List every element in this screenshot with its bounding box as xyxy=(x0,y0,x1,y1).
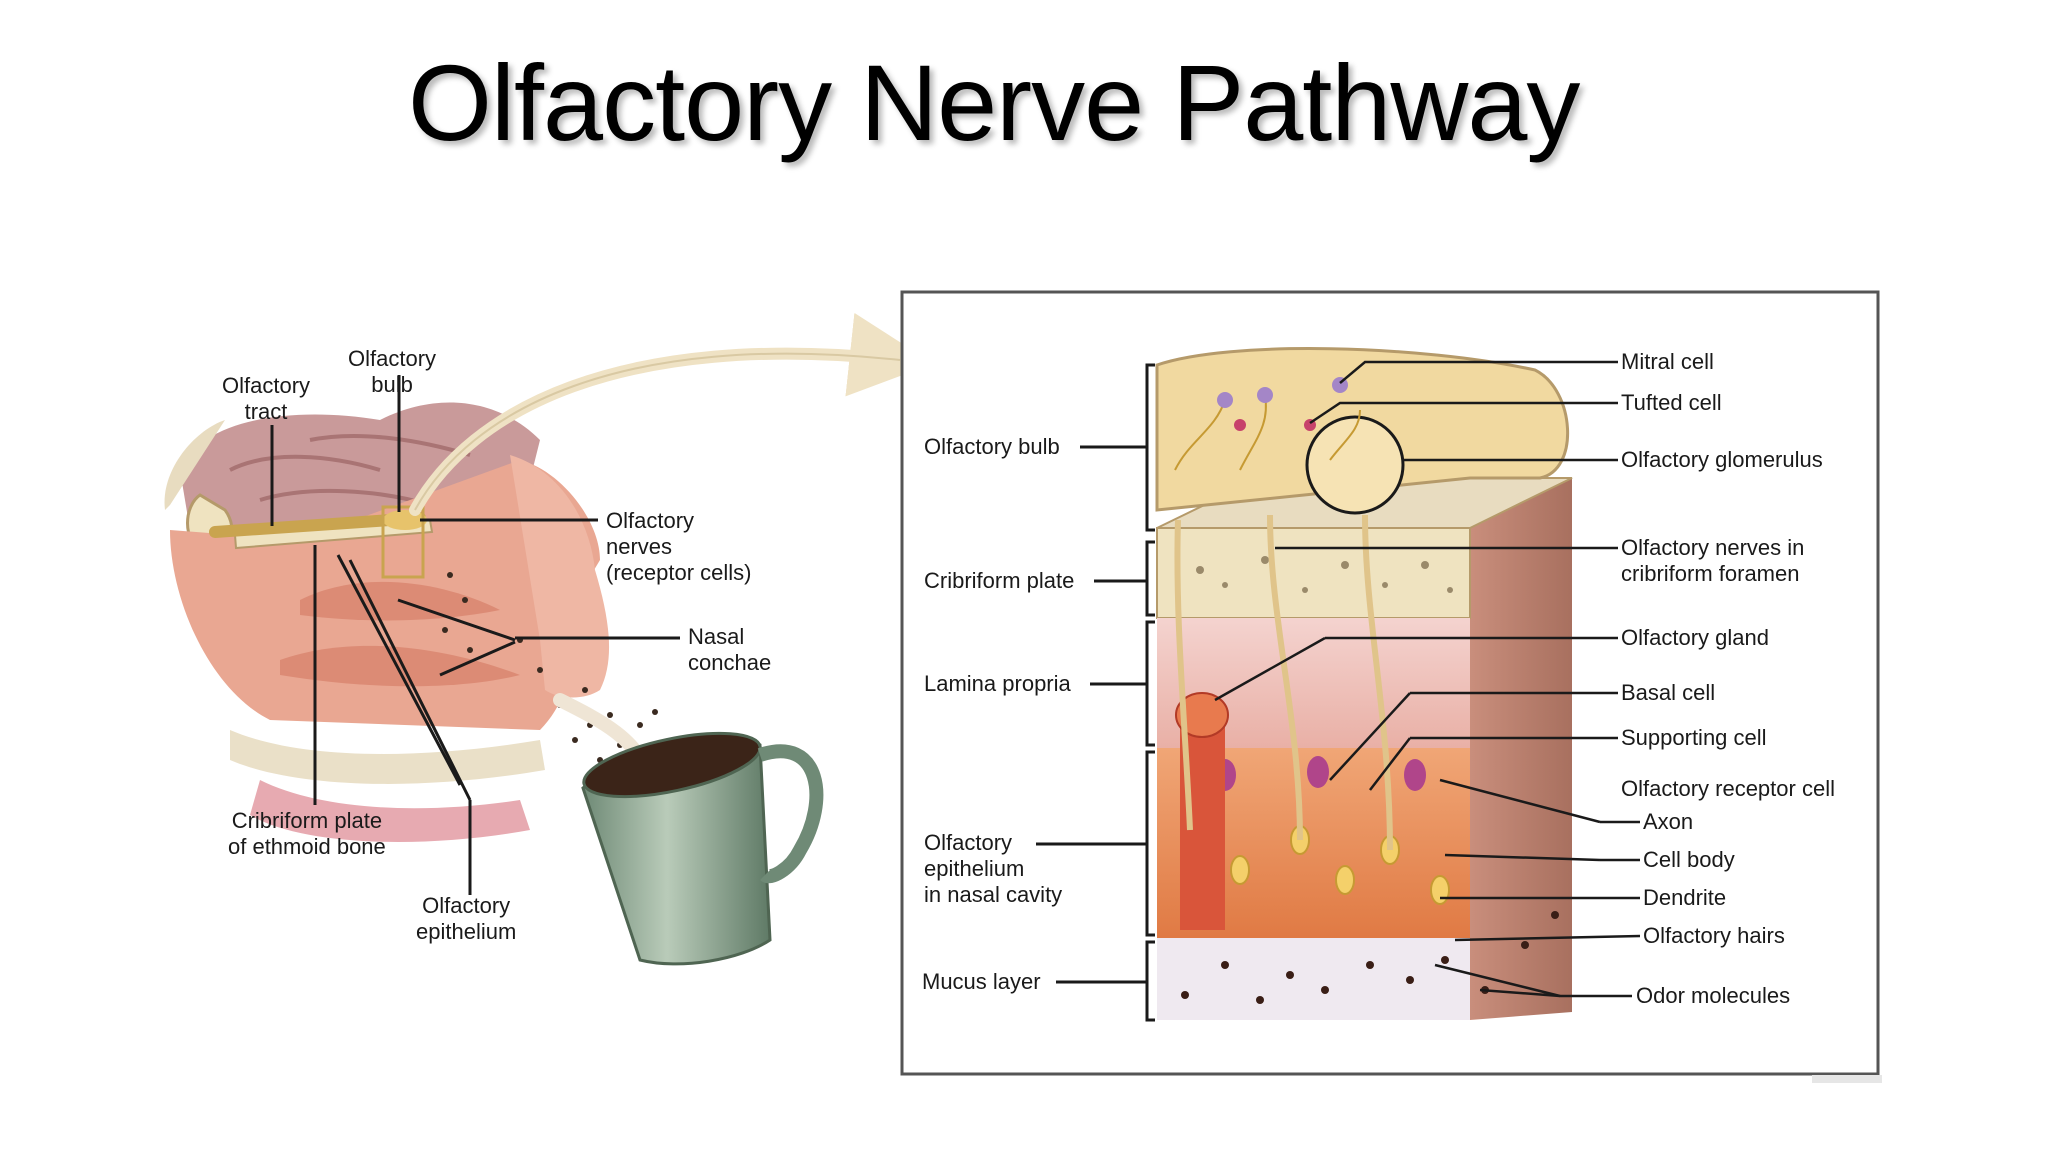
label-olfactory-receptor-cell: Olfactory receptor cell xyxy=(1621,776,1835,801)
cribriform-layer xyxy=(1156,527,1471,619)
label-nerves-cribriform-foramen: Olfactory nerves in cribriform foramen xyxy=(1621,535,1805,586)
left-label-leaders xyxy=(1036,445,1147,984)
label-mucus-layer: Mucus layer xyxy=(922,969,1041,994)
olfactory-glomerulus-circle xyxy=(1305,415,1405,515)
label-cell-body: Cell body xyxy=(1643,847,1735,872)
label-supporting-cell: Supporting cell xyxy=(1621,725,1767,750)
label-cribriform-plate-ethmoid: Cribriform plate of ethmoid bone xyxy=(228,808,386,859)
epithelium-block xyxy=(1155,347,1573,1020)
right-label-leaders xyxy=(1214,360,1641,998)
label-olfactory-glomerulus: Olfactory glomerulus xyxy=(1621,447,1823,472)
label-right-cribriform-plate: Cribriform plate xyxy=(924,568,1075,593)
label-olfactory-hairs: Olfactory hairs xyxy=(1643,923,1785,948)
label-dendrite: Dendrite xyxy=(1643,885,1727,910)
label-mitral-cell: Mitral cell xyxy=(1621,349,1714,374)
label-axon: Axon xyxy=(1643,809,1694,834)
left-leader-lines xyxy=(270,375,680,895)
label-olfactory-epithelium: Olfactory epithelium xyxy=(416,893,517,944)
label-odor-molecules: Odor molecules xyxy=(1636,983,1791,1008)
label-nasal-conchae: Nasal conchae xyxy=(688,624,772,675)
label-lamina-propria: Lamina propria xyxy=(924,671,1071,696)
label-right-olfactory-bulb: Olfactory bulb xyxy=(924,434,1060,459)
block-side-face xyxy=(1470,478,1572,1020)
coffee-mug xyxy=(581,731,824,966)
mucus-layer xyxy=(1157,938,1470,1020)
label-basal-cell: Basal cell xyxy=(1621,680,1716,705)
mucus-odor-molecules xyxy=(1181,911,1559,1004)
label-olfactory-gland: Olfactory gland xyxy=(1621,625,1769,650)
label-epithelium-nasal-cavity: Olfactory epithelium in nasal cavity xyxy=(924,830,1063,907)
skull-bone xyxy=(164,420,225,510)
olfactory-gland xyxy=(1180,697,1225,930)
olfactory-epithelium-box xyxy=(381,505,425,579)
label-olfactory-tract: Olfactory tract xyxy=(222,373,311,424)
slide-title: Olfactory Nerve Pathway xyxy=(408,42,1580,163)
label-tufted-cell: Tufted cell xyxy=(1621,390,1722,415)
label-olfactory-nerves: Olfactory nerves (receptor cells) xyxy=(606,508,752,585)
label-olfactory-bulb: Olfactory bulb xyxy=(348,346,437,397)
